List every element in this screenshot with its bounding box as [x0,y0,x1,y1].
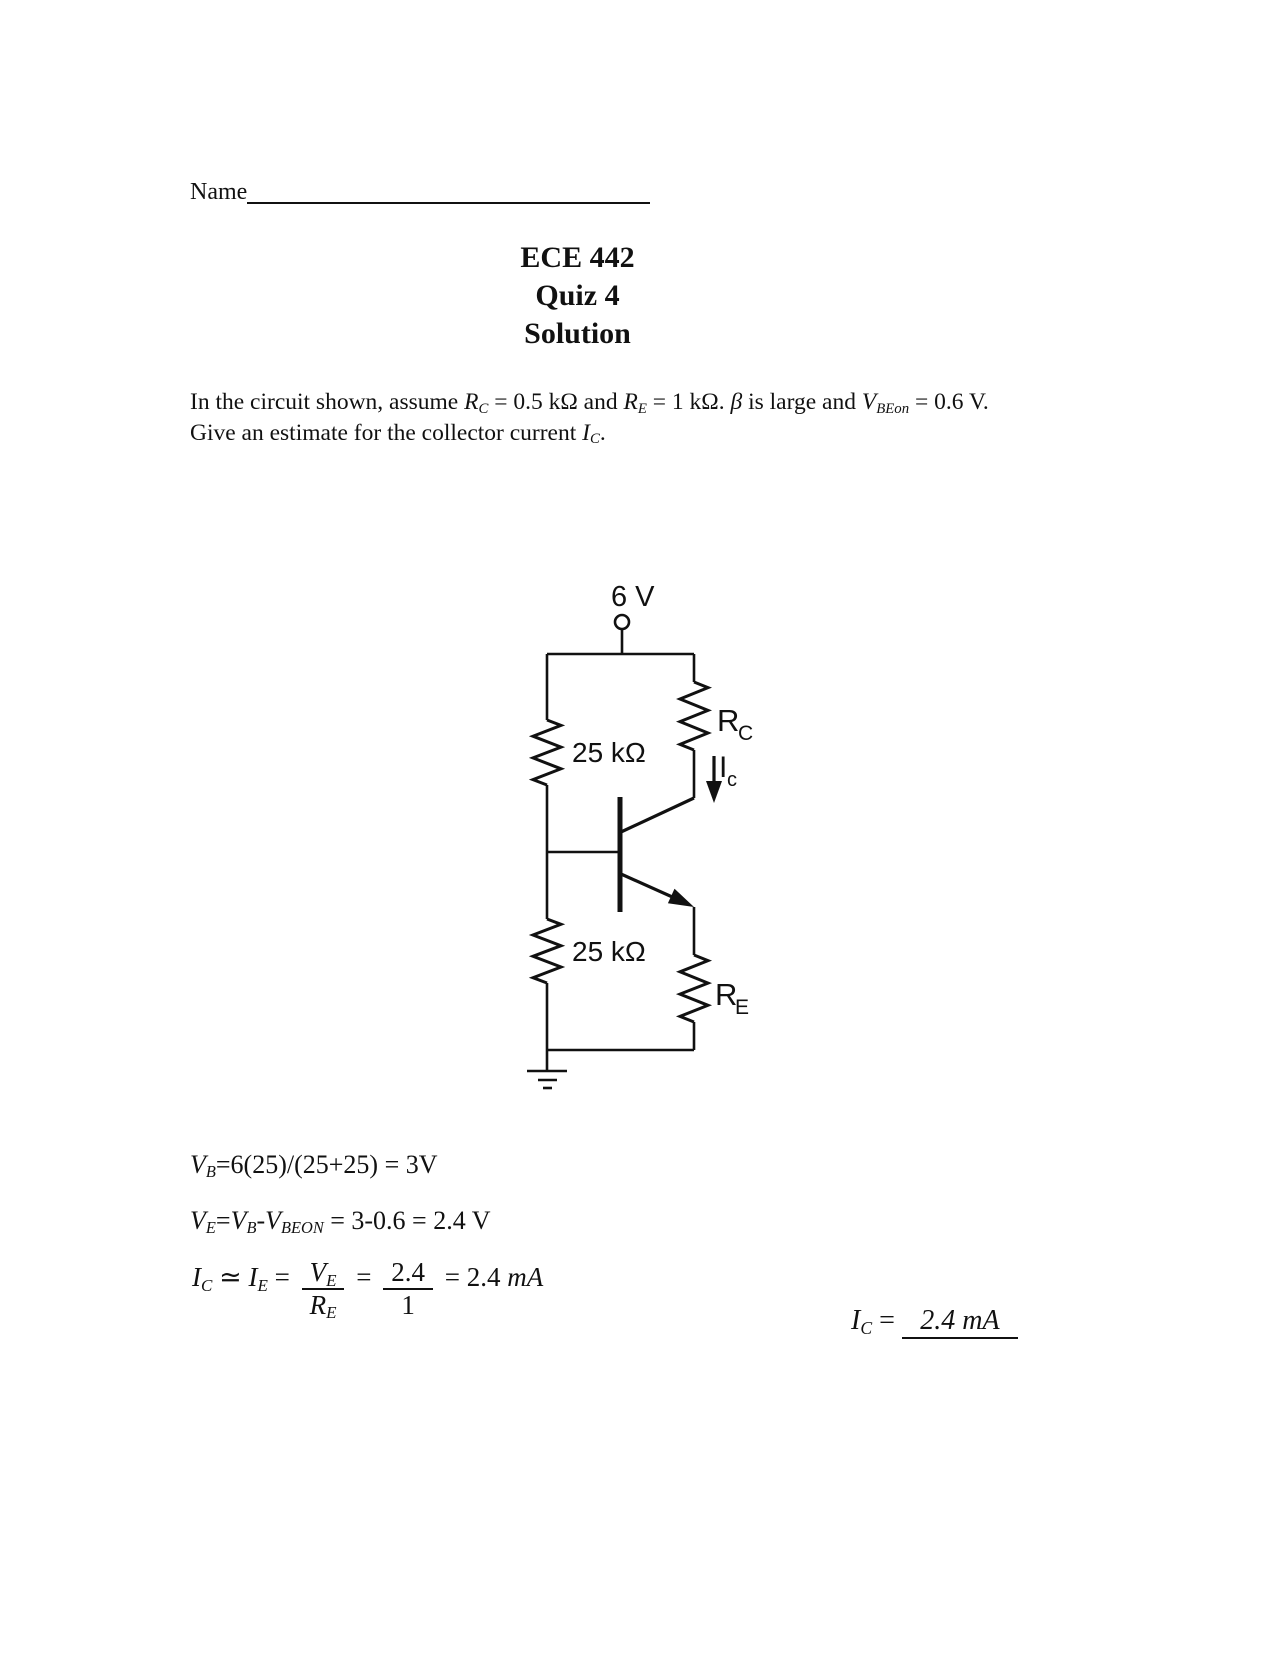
supply-terminal-icon [613,613,631,654]
answer-line: IC = 2.4 mA [851,1305,1018,1339]
problem-statement: In the circuit shown, assume RC = 0.5 kΩ… [190,389,989,450]
eq-ic-lhs: IC ≃ IE = [192,1262,297,1295]
eq-ic-result: = 2.4 mA [437,1262,544,1292]
emitter-resistor-label: R E [715,977,749,1019]
svg-text:R: R [717,703,739,738]
answer-label: IC = [851,1305,902,1338]
answer-blank: 2.4 mA [901,1305,1018,1339]
solution-eq-ve: VE=VB-VBEON = 3-0.6 = 2.4 V [190,1206,491,1238]
collector-current-label: I c [719,751,737,791]
name-blank-line [247,202,651,204]
svg-text:R: R [715,977,737,1012]
collector-current-arrow-icon [706,756,722,803]
solution-eq-vb: VB=6(25)/(25+25) = 3V [190,1150,438,1182]
problem-line-1: In the circuit shown, assume RC = 0.5 kΩ… [190,389,989,417]
problem-line-2: Give an estimate for the collector curre… [190,419,606,448]
eq-ic-mid-equals: = [349,1262,379,1292]
svg-text:C: C [738,722,753,745]
svg-text:I: I [719,751,727,784]
collector-resistor-label: R C [717,703,753,745]
bias-resistor-upper [528,718,566,787]
title-block: ECE 442 Quiz 4 Solution [150,239,1005,353]
svg-text:c: c [727,769,737,791]
name-line: Name [190,179,651,206]
bias-resistor-upper-label: 25 kΩ [572,737,646,768]
emitter-resistor [675,953,713,1024]
bias-resistor-lower [528,917,566,985]
supply-voltage-label: 6 V [611,581,655,613]
npn-transistor-icon [617,796,695,912]
ground-icon [527,1050,567,1090]
title-solution: Solution [524,317,631,350]
bias-resistor-lower-label: 25 kΩ [572,936,646,967]
title-quiz: Quiz 4 [535,279,620,312]
name-label: Name [190,179,248,205]
title-course: ECE 442 [520,241,635,274]
collector-resistor [675,680,713,752]
svg-text:E: E [735,996,749,1019]
circuit-wires [545,652,696,1052]
circuit-diagram: 6 V 25 kΩ 25 kΩ R C R E [527,581,753,1090]
